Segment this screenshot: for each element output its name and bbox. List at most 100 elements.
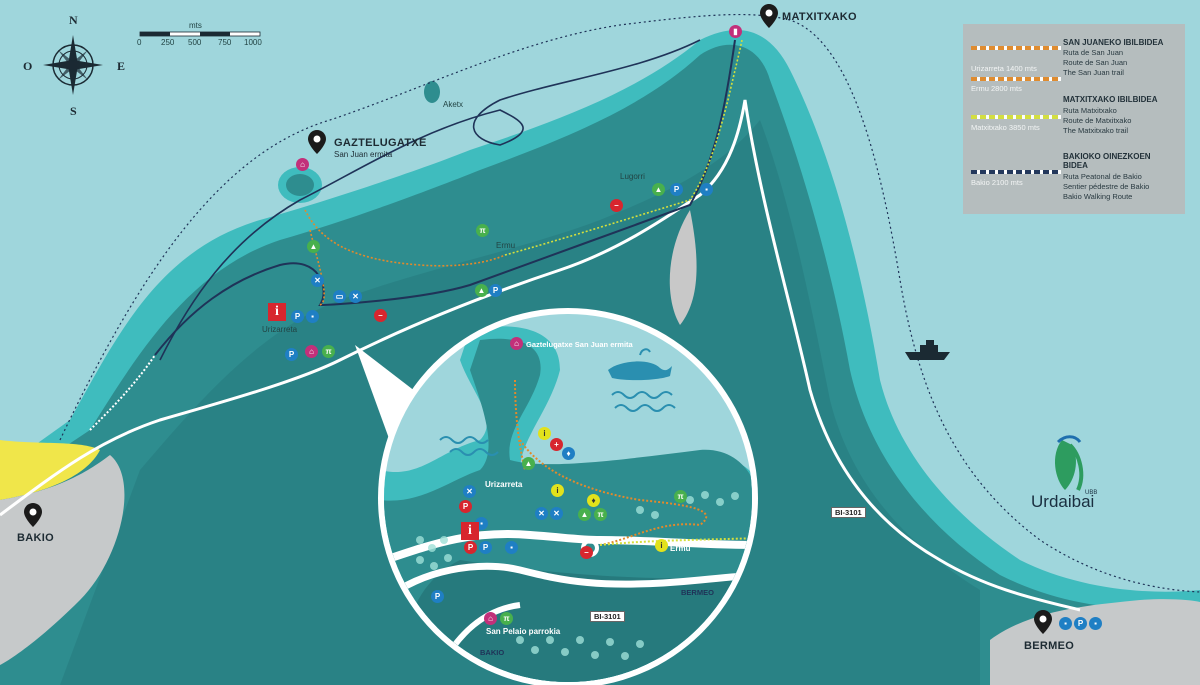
legend-sub: The Matxitxako trail [1063,126,1129,135]
map-pin-icon[interactable] [1034,610,1052,634]
bus-icon[interactable]: ▪ [306,310,319,323]
legend-sub: Ruta de San Juan [1063,48,1124,57]
viewpoint-icon[interactable]: ▲ [475,284,488,297]
restaurant-icon[interactable]: ✕ [311,274,324,287]
church-icon[interactable]: ⌂ [296,158,309,171]
scale-tick: 500 [188,38,202,47]
legend-sub: Route de Matxitxako [1063,116,1132,125]
picnic-icon[interactable]: π [500,612,513,625]
boat-icon [905,340,950,360]
bus-icon[interactable]: ▪ [505,541,518,554]
trail-navy [154,39,736,356]
first-aid-icon[interactable]: + [550,438,563,451]
compass-south: S [70,104,77,118]
no-entry-icon: – [610,199,623,212]
parking-icon[interactable]: P [489,284,502,297]
trail-loop [159,39,701,361]
picnic-icon[interactable]: π [594,508,607,521]
whale-icon [608,348,672,381]
legend-length: Bakio 2100 mts [971,178,1023,187]
legend-sub: Ruta Matxitxako [1063,106,1117,115]
place-aketx: Aketx [443,100,464,109]
legend-sub: Sentier pédestre de Bakio [1063,182,1150,191]
parking-icon[interactable]: P [1074,617,1087,630]
place-ermu: Ermu [496,241,516,250]
church-icon[interactable]: ⌂ [305,345,318,358]
inset-urizarreta: Urizarreta [485,480,523,489]
info-icon[interactable]: i [551,484,564,497]
toilet-icon[interactable]: ♦ [562,447,575,460]
legend-sub: Bakio Walking Route [1063,192,1133,201]
legend-title: SAN JUANEKO IBILBIDEA [1063,38,1164,47]
viewpoint-icon[interactable]: ▲ [652,183,665,196]
church-icon[interactable]: ⌂ [510,337,523,350]
church-icon[interactable]: ⌂ [484,612,497,625]
scale-tick: 0 [137,38,142,47]
compass-west: O [23,59,33,73]
urdaibai-logo-icon [1054,435,1084,491]
picnic-icon[interactable]: π [674,490,687,503]
restaurant-icon[interactable]: ✕ [550,507,563,520]
inset-ermu: Ermu [670,544,691,553]
legend-title: MATXITXAKO IBILBIDEA [1063,95,1158,104]
trail-bakio [89,354,156,431]
viewpoint-icon[interactable]: ▲ [307,240,320,253]
restaurant-icon[interactable]: ✕ [349,290,362,303]
map-pin-icon[interactable] [24,503,42,527]
inset-road-label: BI-3101 [590,611,625,622]
parking-icon[interactable]: P [670,183,683,196]
restaurant-icon[interactable]: ✕ [535,507,548,520]
viewpoint-icon[interactable]: ▲ [522,457,535,470]
legend-title: BAKIOKO OINEZKOEN BIDEA [1063,152,1151,170]
legend-line [971,115,1061,119]
toilet-icon[interactable]: ♦ [587,494,600,507]
map-pin-icon[interactable] [760,4,778,28]
parking-icon[interactable]: P [464,541,477,554]
bus-icon[interactable]: ▪ [700,183,713,196]
lighthouse-icon[interactable]: ▮ [729,25,742,38]
scale-tick: 250 [161,38,175,47]
bus-icon[interactable]: ▪ [1089,617,1102,630]
picnic-icon[interactable]: π [322,345,335,358]
info-point-icon[interactable]: i [268,303,286,321]
parking-icon[interactable]: P [291,310,304,323]
viewpoint-icon[interactable]: ▲ [578,508,591,521]
place-gaztelugatxe-sub: San Juan ermita [334,150,393,159]
bakio-beach [0,440,100,500]
legend-length: Urizarreta 1400 mts [971,64,1037,73]
compass-east: E [117,59,126,73]
waves-icon [439,391,676,456]
no-entry-icon: – [374,309,387,322]
hotel-icon[interactable]: ▭ [333,290,346,303]
info-icon[interactable]: i [655,539,668,552]
place-matxitxako: MATXITXAKO [782,11,857,23]
parking-icon[interactable]: P [459,500,472,513]
legend-line [971,77,1061,81]
restaurant-icon[interactable]: ✕ [463,485,476,498]
legend-sub: Ruta Peatonal de Bakio [1063,172,1142,181]
picnic-icon[interactable]: π [476,224,489,237]
inset-parrokia: San Pelaio parrokia [486,627,561,636]
aketx-islet [424,81,440,103]
road-bi3101 [0,99,1081,612]
parking-icon[interactable]: P [431,590,444,603]
info-icon[interactable]: i [538,427,551,440]
brand-name: Urdaibai [1031,492,1095,511]
reservoir [669,210,697,325]
bus-icon[interactable]: ▪ [1059,617,1072,630]
road-label: BI-3101 [831,507,866,518]
compass-north: N [69,13,78,27]
place-urizarreta: Urizarreta [262,325,298,334]
place-bermeo: BERMEO [1024,640,1075,652]
place-bakio: BAKIO [17,532,54,544]
parking-icon[interactable]: P [285,348,298,361]
inset-bakio: BAKIO [480,648,505,657]
map-pin-icon[interactable] [308,130,326,154]
compass-icon [43,35,103,95]
legend-sub: Route de San Juan [1063,58,1128,67]
scale-unit: mts [189,21,202,30]
parking-icon[interactable]: P [479,541,492,554]
legend-panel: Urizarreta 1400 mts Ermu 2800 mts SAN JU… [963,24,1185,214]
info-point-icon[interactable]: i [461,522,479,540]
